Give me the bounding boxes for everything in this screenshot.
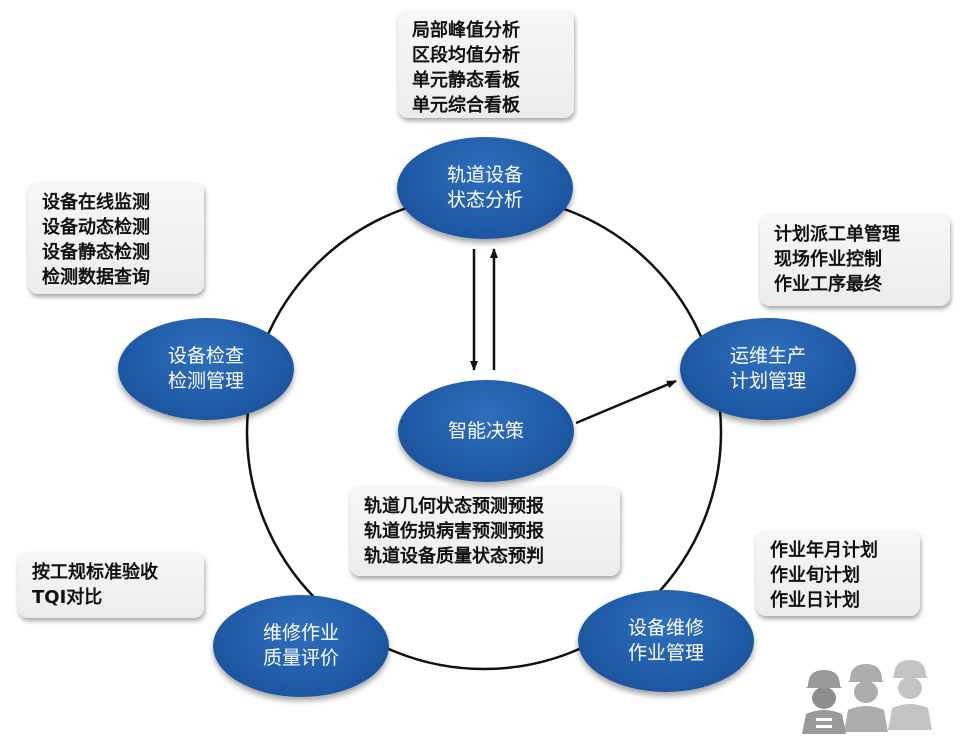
- box-item: 作业日计划: [770, 590, 860, 611]
- node-label-line: 轨道设备: [446, 164, 523, 186]
- ops-plan-node: 运维生产 计划管理: [680, 318, 856, 420]
- box-item: 计划派工单管理: [774, 224, 900, 245]
- node-label-line: 设备维修: [627, 617, 704, 639]
- node-label-line: 智能决策: [447, 419, 524, 442]
- quality-node: 维修作业 质量评价: [213, 595, 389, 697]
- box-item: 轨道设备质量状态预判: [364, 546, 544, 567]
- box-item: 轨道几何状态预测预报: [364, 496, 544, 517]
- node-label-line: 状态分析: [446, 189, 523, 211]
- analysis-functions-box: 局部峰值分析 区段均值分析 单元静态看板 单元综合看板: [398, 10, 574, 118]
- box-item: 单元综合看板: [412, 95, 520, 116]
- prediction-functions-box: 轨道几何状态预测预报 轨道伤损病害预测预报 轨道设备质量状态预判: [350, 486, 620, 576]
- arrow-decision-to-ops-plan: [575, 379, 677, 425]
- workers-logo: [802, 660, 932, 734]
- node-label-line: 检测管理: [167, 370, 244, 392]
- box-item: 现场作业控制: [774, 249, 882, 270]
- box-item: 作业工序最终: [774, 274, 882, 295]
- node-label-line: 质量评价: [262, 647, 339, 669]
- box-item: 局部峰值分析: [412, 20, 520, 41]
- box-item: 区段均值分析: [412, 45, 520, 66]
- track-analysis-node: 轨道设备 状态分析: [397, 137, 573, 239]
- maintenance-node: 设备维修 作业管理: [578, 590, 754, 692]
- node-label-line: 计划管理: [729, 370, 806, 392]
- node-label-line: 维修作业: [262, 622, 339, 644]
- box-item: 作业年月计划: [770, 540, 878, 561]
- node-label-line: 运维生产: [729, 345, 806, 367]
- box-item: 轨道伤损病害预测预报: [364, 521, 544, 542]
- inspection-node: 设备检查 检测管理: [118, 318, 294, 420]
- box-item: 单元静态看板: [412, 70, 520, 91]
- box-item: 按工规标准验收: [32, 562, 158, 583]
- maintenance-plan-box: 作业年月计划 作业旬计划 作业日计划: [756, 530, 920, 616]
- worker-helmet-icon: [888, 660, 932, 730]
- box-item: 设备动态检测: [42, 217, 150, 238]
- box-item: TQI对比: [32, 587, 103, 608]
- ops-plan-functions-box: 计划派工单管理 现场作业控制 作业工序最终: [760, 214, 950, 306]
- box-item: 设备在线监测: [42, 192, 150, 213]
- node-label-line: 设备检查: [167, 345, 244, 367]
- node-label-line: 作业管理: [627, 642, 704, 664]
- worker-helmet-icon: [844, 664, 888, 732]
- quality-check-box: 按工规标准验收 TQI对比: [18, 552, 204, 618]
- box-item: 作业旬计划: [770, 565, 860, 586]
- decision-node: 智能决策: [398, 380, 574, 482]
- box-item: 检测数据查询: [42, 267, 150, 288]
- box-item: 设备静态检测: [42, 242, 150, 263]
- inspection-functions-box: 设备在线监测 设备动态检测 设备静态检测 检测数据查询: [28, 182, 204, 294]
- worker-helmet-icon: [802, 670, 846, 734]
